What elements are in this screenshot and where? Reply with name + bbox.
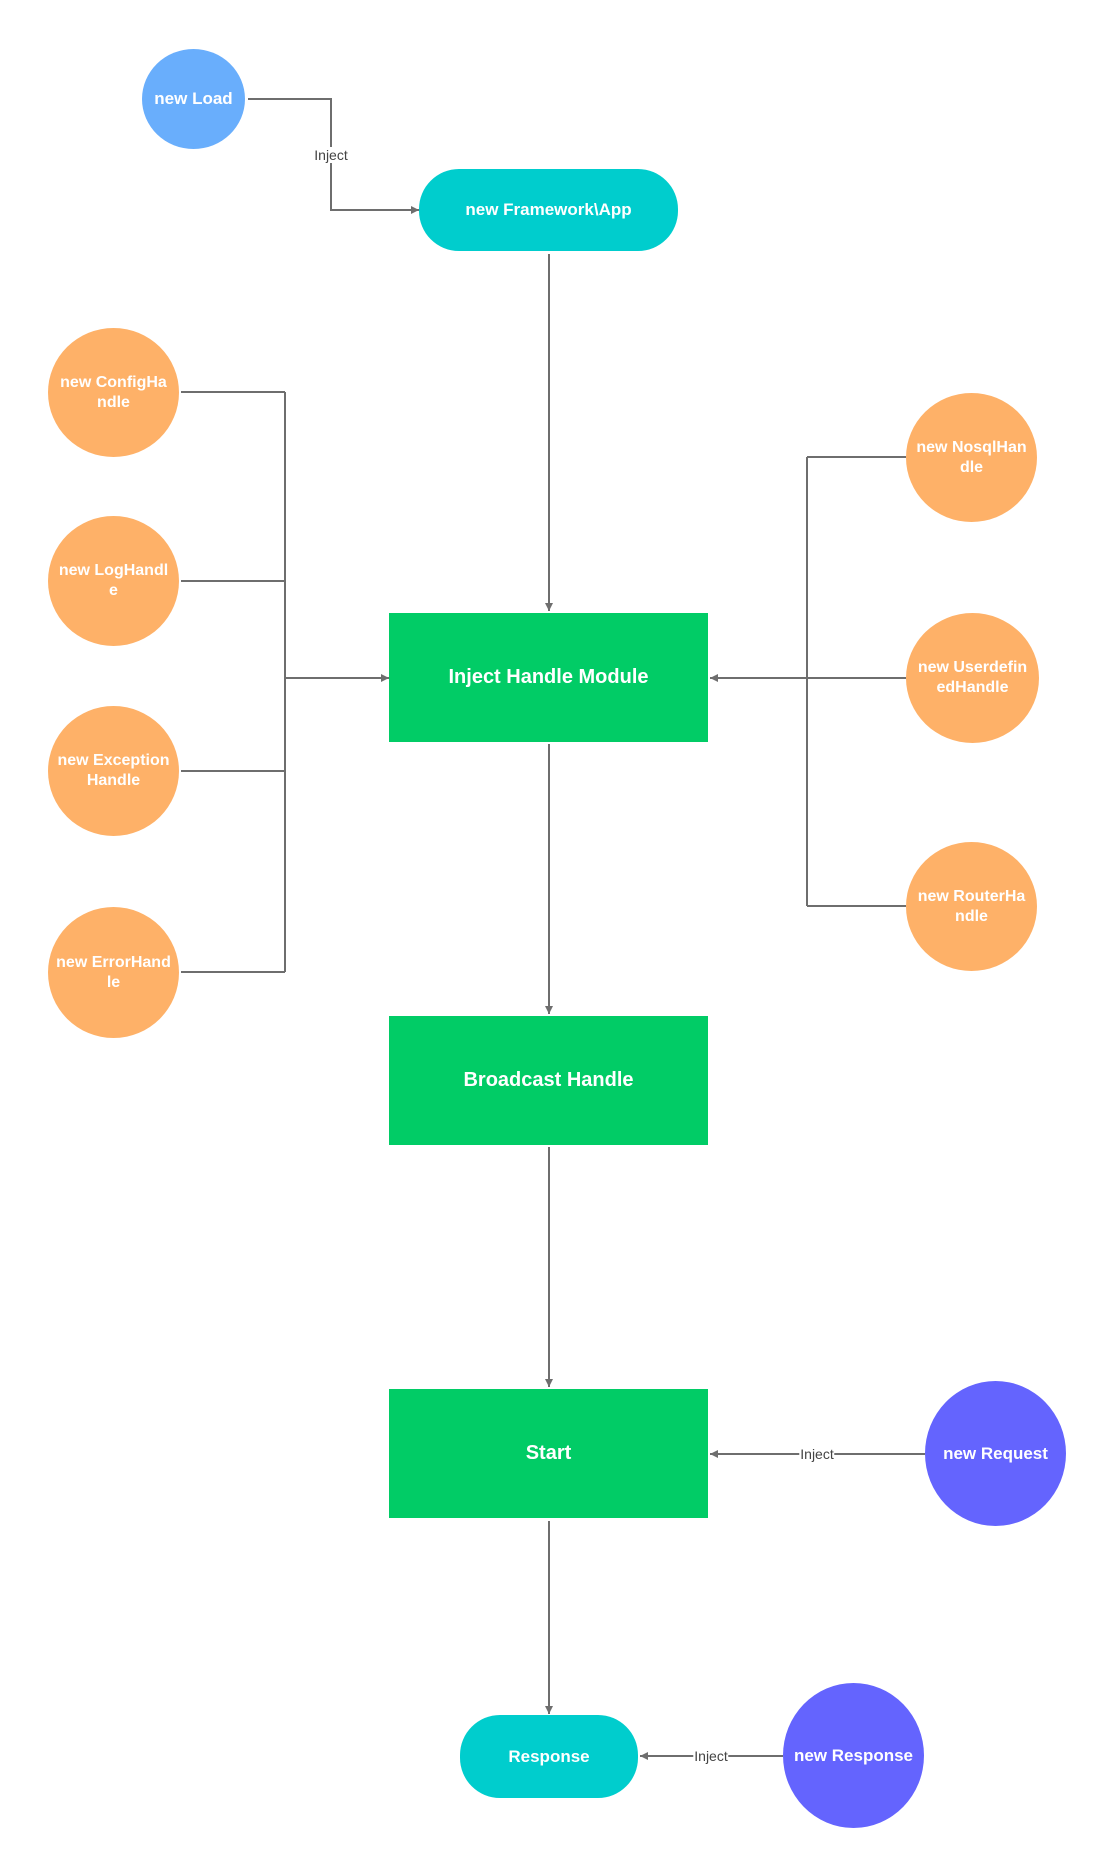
node-new-load[interactable]: new Load [142,49,245,149]
node-router-handle-label: new RouterHandle [917,887,1026,925]
node-userdefined-handle[interactable]: new UserdefinedHandle [906,613,1039,743]
node-router-handle[interactable]: new RouterHandle [906,842,1037,971]
node-start-label: Start [525,1442,572,1464]
node-nosql-handle-label: new NosqlHandle [916,438,1027,476]
node-start[interactable]: Start [389,1389,708,1518]
node-exception-handle[interactable]: new ExceptionHandle [48,706,179,836]
node-framework-app-label: new Framework\App [465,200,632,220]
edge-label-inject-load: Inject [313,147,349,163]
node-response[interactable]: Response [460,1715,638,1798]
edge-label-inject-response: Inject [693,1748,729,1764]
node-nosql-handle[interactable]: new NosqlHandle [906,393,1037,522]
node-new-load-label: new Load [154,89,233,109]
node-new-response[interactable]: new Response [783,1683,924,1828]
node-config-handle[interactable]: new ConfigHandle [48,328,179,457]
node-userdefined-handle-label: new UserdefinedHandle [917,659,1028,696]
edge-label-inject-request: Inject [799,1446,835,1462]
node-log-handle-label: new LogHandle [58,562,169,599]
node-inject-handle-module[interactable]: Inject Handle Module [389,613,708,742]
node-exception-handle-label: new ExceptionHandle [57,752,170,789]
node-new-request[interactable]: new Request [925,1381,1066,1526]
node-broadcast-handle-label: Broadcast Handle [463,1069,634,1091]
node-config-handle-label: new ConfigHandle [60,373,167,411]
node-new-response-label: new Response [793,1745,914,1765]
node-error-handle-label: new ErrorHandle [56,953,171,991]
node-broadcast-handle[interactable]: Broadcast Handle [389,1016,708,1145]
node-log-handle[interactable]: new LogHandle [48,516,179,646]
node-inject-handle-module-label: Inject Handle Module [448,666,649,688]
node-response-label: Response [508,1746,590,1766]
node-error-handle[interactable]: new ErrorHandle [48,907,179,1038]
node-framework-app[interactable]: new Framework\App [419,169,678,251]
node-new-request-label: new Request [943,1443,1048,1463]
